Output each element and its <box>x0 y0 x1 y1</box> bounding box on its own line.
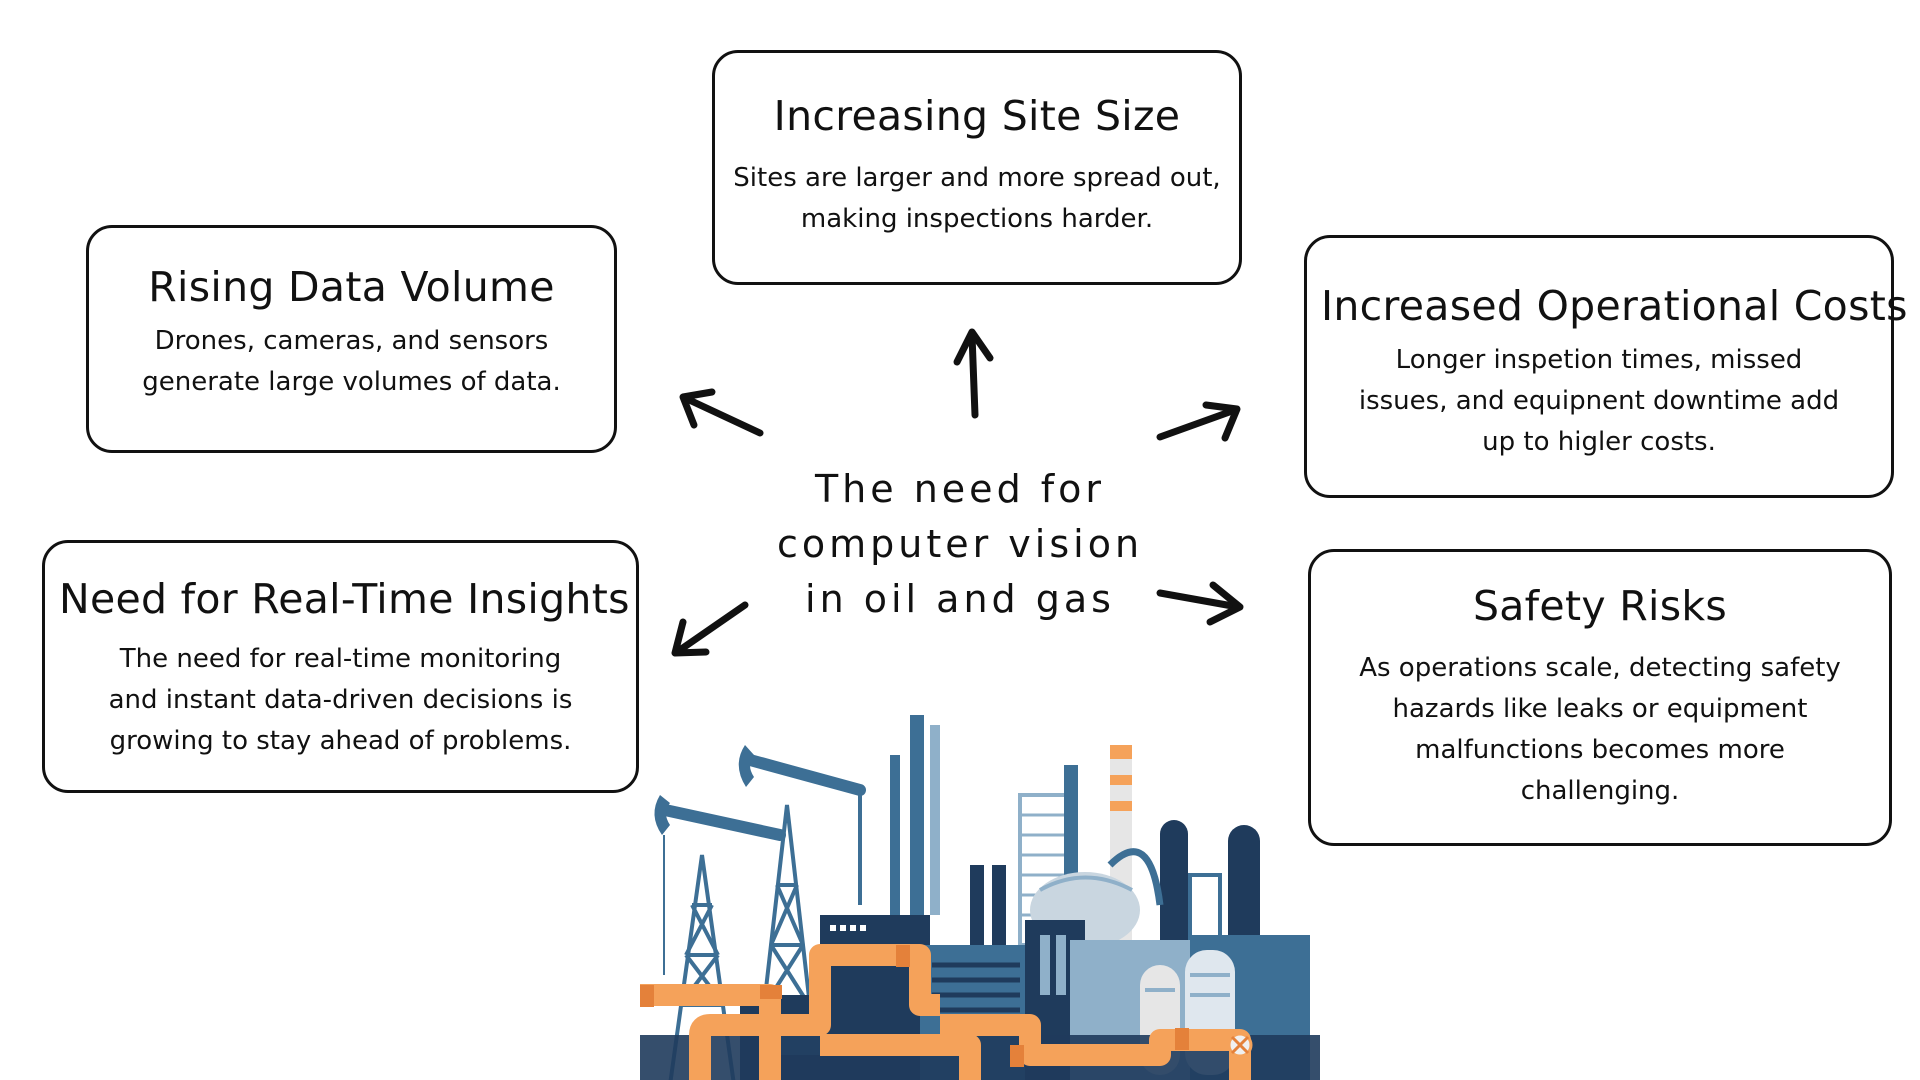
card-title: Increasing Site Size <box>773 92 1181 140</box>
card-description: Drones, cameras, and sensors generate la… <box>142 326 561 398</box>
central-topic-line: The need for <box>814 467 1106 511</box>
card-description: Sites are larger and more spread out, ma… <box>733 163 1221 235</box>
arrow-up-left <box>679 388 764 437</box>
oil-refinery-illustration <box>640 715 1320 1080</box>
factory-buildings <box>640 915 1320 1080</box>
card-title: Rising Data Volume <box>148 263 555 311</box>
card-description: The need for real-time monitoring and in… <box>108 644 573 757</box>
card-safety-risks: Safety Risks As operations scale, detect… <box>1308 549 1892 846</box>
card-title: Increased Operational Costs <box>1321 282 1908 330</box>
card-increased-operational-costs: Increased Operational Costs Longer inspe… <box>1304 235 1908 498</box>
central-topic: The need for computer vision in oil and … <box>760 462 1160 627</box>
card-description: Longer inspetion times, missed issues, a… <box>1358 345 1840 458</box>
arrow-up-right <box>1156 401 1241 442</box>
card-title: Need for Real-Time Insights <box>59 575 630 623</box>
arrow-down-right <box>1156 581 1244 626</box>
central-topic-line: computer vision <box>776 522 1144 566</box>
card-rising-data-volume: Rising Data Volume Drones, cameras, and … <box>86 225 617 453</box>
refinery-towers <box>890 715 1260 977</box>
central-topic-line: in oil and gas <box>805 577 1115 621</box>
card-title: Safety Risks <box>1472 582 1728 630</box>
card-increasing-site-size: Increasing Site Size Sites are larger an… <box>712 50 1242 285</box>
card-need-for-real-time-insights: Need for Real-Time Insights The need for… <box>42 540 639 793</box>
arrow-up <box>953 328 994 419</box>
arrow-down-left <box>671 601 749 657</box>
card-description: As operations scale, detecting safety ha… <box>1359 653 1841 807</box>
